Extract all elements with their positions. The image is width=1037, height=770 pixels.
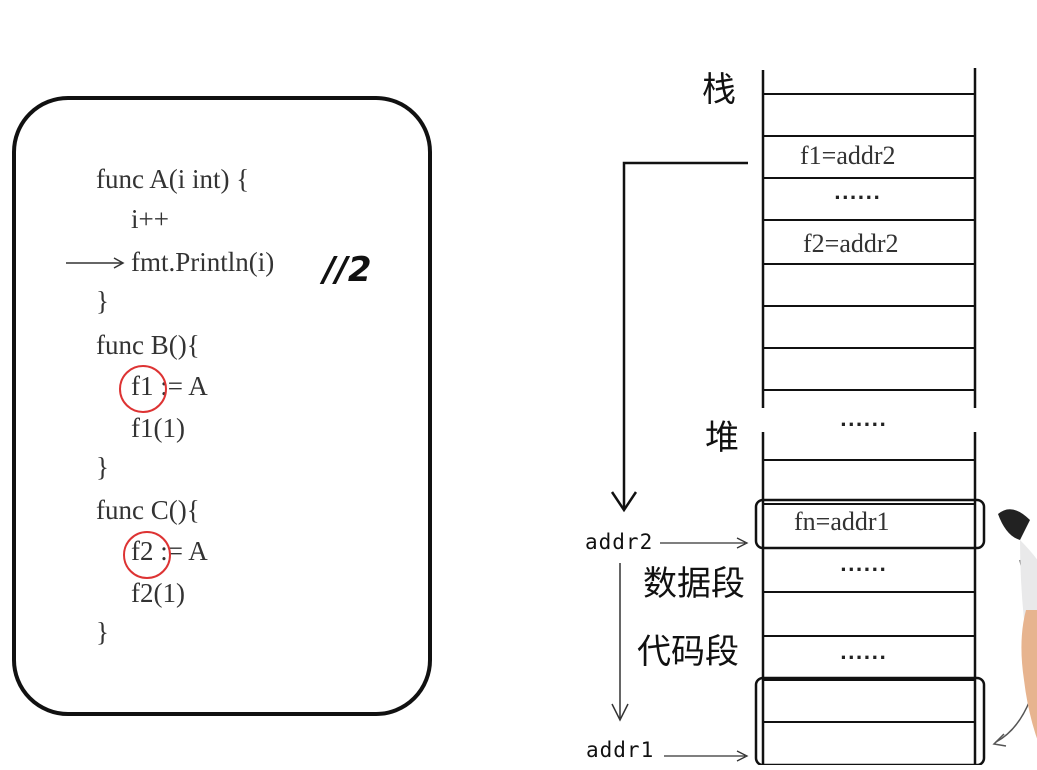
stack-cell-f2: f2=addr2: [803, 229, 899, 258]
code-line-3: fmt.Println(i): [131, 247, 275, 277]
data-cell-dots: ......: [840, 555, 888, 576]
code-line-8: }: [96, 452, 109, 482]
data-cell-fn: fn=addr1: [794, 507, 890, 536]
heap-boundary-dots: ......: [840, 410, 888, 431]
code-segment-label: 代码段: [637, 632, 739, 672]
heap-label: 堆: [705, 418, 739, 458]
stack-label: 栈: [702, 70, 736, 110]
code-line-12: }: [96, 617, 109, 647]
code-line-11: f2(1): [131, 578, 185, 608]
stack-cell-dots: ......: [834, 183, 882, 204]
code-cell-dots: ......: [840, 643, 888, 664]
addr1-label: addr1: [586, 738, 655, 762]
addr2-label: addr2: [585, 530, 654, 554]
data-segment-label: 数据段: [643, 564, 745, 604]
output-annotation: //2: [323, 250, 372, 290]
code-line-1: func A(i int) {: [96, 164, 250, 194]
stack-cell-f1: f1=addr2: [800, 141, 896, 170]
code-line-7: f1(1): [131, 413, 185, 443]
code-line-2: i++: [131, 204, 169, 234]
code-line-4: }: [96, 286, 109, 316]
current-line-arrow-icon: [66, 257, 125, 269]
f2-highlight-circle: [123, 531, 171, 579]
code-line-5: func B(){: [96, 330, 200, 360]
code-line-9: func C(){: [96, 495, 200, 525]
f1-highlight-circle: [119, 365, 167, 413]
hand-pen-icon: [998, 509, 1037, 739]
code-panel: [12, 96, 432, 716]
